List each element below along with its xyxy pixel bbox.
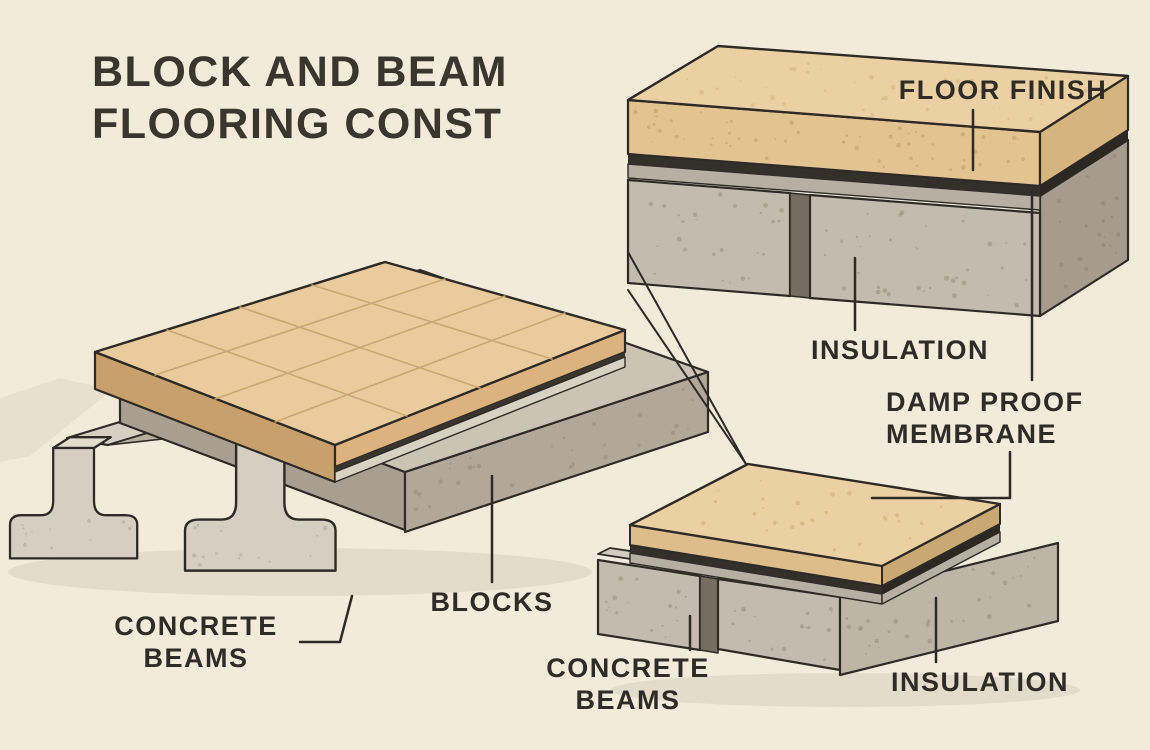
floor-finish-top [626, 44, 1130, 134]
ground-shadows [0, 378, 1080, 707]
detail-large [626, 44, 1130, 318]
leader-concrete-beams-main [298, 594, 354, 644]
insulation-block [838, 541, 1060, 677]
detail-small [596, 462, 1060, 677]
block-gap [699, 575, 719, 654]
label-damp-proof-membrane: DAMP PROOF MEMBRANE [886, 387, 1084, 450]
damp-proof-membrane-layer [628, 154, 1040, 196]
floor-finish-top [628, 462, 1002, 568]
membrane-side [882, 524, 1000, 594]
floor-tile-grid [154, 278, 566, 423]
floor-finish-surface [93, 260, 627, 447]
leader-lines [298, 108, 1034, 664]
insulation-layer-side [881, 531, 1001, 605]
label-insulation-detail: INSULATION [811, 335, 989, 365]
label-floor-finish: FLOOR FINISH [898, 75, 1108, 105]
concrete-block [626, 178, 792, 298]
main-floor [8, 260, 710, 572]
label-concrete-beams-main: CONCRETE BEAMS [114, 611, 278, 674]
callout-lines [627, 251, 747, 465]
screed-edge [334, 356, 626, 483]
title-line2: FLOORING CONST [92, 100, 503, 149]
label-blocks: BLOCKS [430, 587, 554, 617]
damp-proof-membrane-layer [630, 545, 882, 594]
label-concrete-beams-detail: CONCRETE BEAMS [546, 653, 710, 716]
block-gap [789, 192, 811, 299]
membrane-side [1040, 130, 1128, 196]
title-line1: BLOCK AND BEAM [92, 48, 508, 96]
label-insulation-small: INSULATION [891, 667, 1069, 697]
leader-damp-proof-bottom [870, 450, 1012, 500]
concrete-t-beam [8, 436, 139, 560]
diagram-title: BLOCK AND BEAM FLOORING CONST [92, 46, 508, 151]
concrete-block [808, 193, 1042, 318]
membrane-edge [335, 352, 625, 472]
concrete-block [596, 558, 702, 652]
